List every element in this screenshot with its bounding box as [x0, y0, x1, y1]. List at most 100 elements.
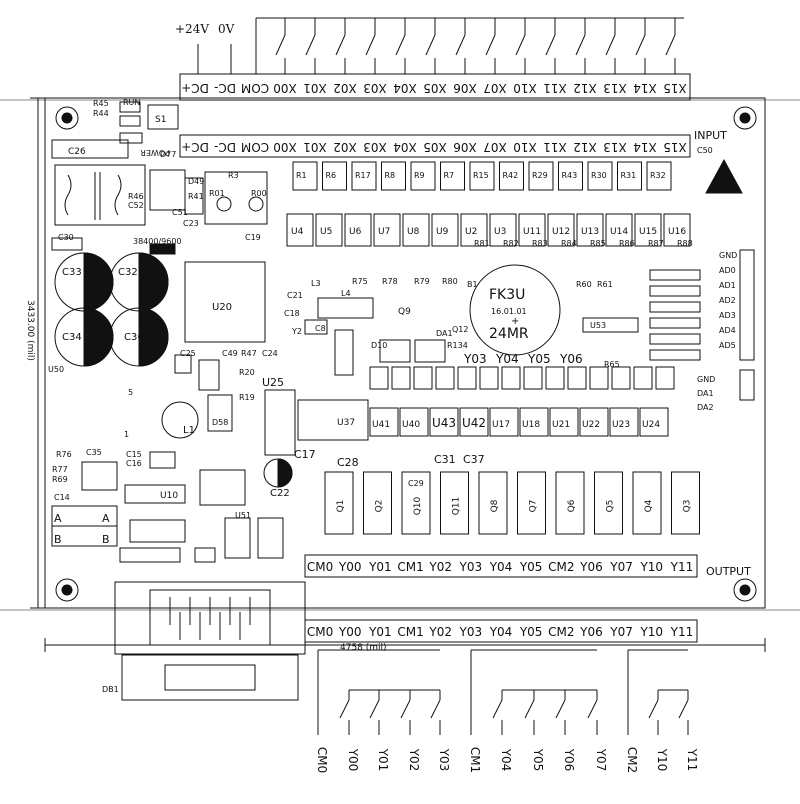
resistor-label: R29	[532, 171, 548, 180]
label-c30: C30	[58, 233, 74, 242]
resistor-label: R32	[650, 171, 666, 180]
input-optocoupler	[634, 213, 662, 247]
label-u10: U10	[160, 491, 178, 501]
u53-chip	[582, 317, 639, 333]
u25-chip	[264, 389, 296, 456]
output-optocoupler	[549, 407, 579, 437]
ad2-label: AD2	[719, 296, 736, 305]
output-relay	[555, 471, 585, 535]
relay-label: Q11	[452, 497, 462, 516]
mount-hole	[733, 106, 757, 130]
output-relay	[440, 471, 469, 535]
input-optocoupler	[605, 213, 633, 247]
output-switch	[678, 699, 689, 719]
label-c24: C24	[262, 349, 278, 358]
label-r60: R60	[576, 280, 592, 289]
input-optocoupler	[547, 213, 575, 247]
output-switch	[369, 699, 380, 719]
output-terminal-label: Y05	[519, 560, 543, 574]
optocoupler-label: U12	[552, 227, 570, 237]
mcu-chip	[469, 264, 561, 356]
optocoupler-label: U14	[610, 227, 628, 237]
output-terminal-bottom-label: Y07	[609, 625, 633, 639]
output-terminal-label: Y10	[639, 560, 663, 574]
label-c26: C26	[68, 147, 86, 157]
label-d10: D10	[371, 341, 387, 350]
label-u53: U53	[590, 321, 606, 330]
label-c36: C36	[124, 332, 144, 343]
input-terminal-top-label: X06	[453, 81, 477, 95]
input-label: INPUT	[694, 129, 727, 142]
label-r78: R78	[382, 277, 398, 286]
optocoupler-label: U11	[523, 227, 541, 237]
resistor-label: R30	[591, 171, 607, 180]
bottom-output-label: Y11	[685, 748, 699, 772]
optocoupler-label: U5	[320, 227, 332, 237]
output-optocoupler	[459, 407, 489, 437]
input-switch	[485, 34, 496, 56]
label-r76: R76	[56, 450, 72, 459]
bottom-output-label: Y07	[594, 748, 608, 772]
input-terminal-label: DC+	[181, 140, 209, 154]
resistor-label: R82	[503, 239, 519, 248]
c26-cap	[51, 139, 129, 159]
bottom-output-label: Y06	[562, 748, 576, 772]
label-r19: R19	[239, 393, 255, 402]
baud-label: 38400/9600	[133, 237, 182, 246]
input-optocoupler	[373, 213, 401, 247]
label-y2: Y2	[291, 327, 302, 336]
output-terminal-bottom-label: Y01	[368, 625, 392, 639]
bottom-output-label: Y03	[437, 748, 451, 772]
input-terminal-top-label: DC-	[214, 81, 236, 95]
resistor-label: R31	[621, 171, 637, 180]
gnd-label: GND	[719, 251, 737, 260]
chip-variant: 24MR	[489, 326, 529, 342]
resistor-label: R6	[326, 171, 337, 180]
input-terminal-top-label: X05	[423, 81, 447, 95]
label-db1: DB1	[102, 685, 119, 694]
label-r61: R61	[597, 280, 613, 289]
input-terminal-label: X06	[453, 140, 477, 154]
output-terminal-label: CM0	[307, 560, 333, 574]
label-u37: U37	[337, 418, 355, 428]
optocoupler-label: U41	[372, 420, 390, 430]
label-b1: B1	[467, 280, 478, 289]
label-u50: U50	[48, 365, 64, 374]
input-switch	[455, 34, 466, 56]
resistor-label: R17	[355, 171, 371, 180]
label-r65: R65	[604, 360, 620, 369]
ad4-label: AD4	[719, 326, 736, 335]
run-label: RUN	[123, 98, 140, 107]
output-terminal-bottom-label: Y11	[670, 625, 694, 639]
output-relay	[632, 471, 662, 535]
output-terminal-bottom-label: Y00	[338, 625, 362, 639]
output-terminal-bottom-label: CM0	[307, 625, 333, 639]
optocoupler-label: U8	[407, 227, 420, 237]
label-c49: C49	[222, 349, 238, 358]
label-l4: L4	[341, 289, 351, 298]
input-optocoupler	[489, 213, 517, 247]
resistor-label: R15	[473, 171, 489, 180]
input-terminal-top-label: COM	[241, 81, 269, 95]
input-switch	[365, 34, 376, 56]
mount-hole	[733, 578, 757, 602]
optocoupler-label: U4	[291, 227, 304, 237]
optocoupler-label: U21	[552, 420, 570, 430]
label-u25: U25	[262, 376, 284, 389]
input-optocoupler	[576, 213, 604, 247]
u10-chip	[124, 484, 186, 504]
power-0v-label: 0V	[218, 22, 235, 36]
optocoupler-label: U24	[642, 420, 660, 430]
bottom-output-label: Y10	[655, 748, 669, 772]
label-r77: R77	[52, 465, 68, 474]
label-b: B	[54, 533, 62, 546]
input-terminal-top-label: X04	[393, 81, 417, 95]
ad3-label: AD3	[719, 311, 736, 320]
output-switch	[492, 699, 503, 719]
input-optocoupler	[315, 213, 343, 247]
u37-chip	[297, 399, 369, 441]
label-c23: C23	[183, 219, 199, 228]
input-terminal-top-label: X01	[303, 81, 327, 95]
label-r46: R46	[128, 192, 144, 201]
